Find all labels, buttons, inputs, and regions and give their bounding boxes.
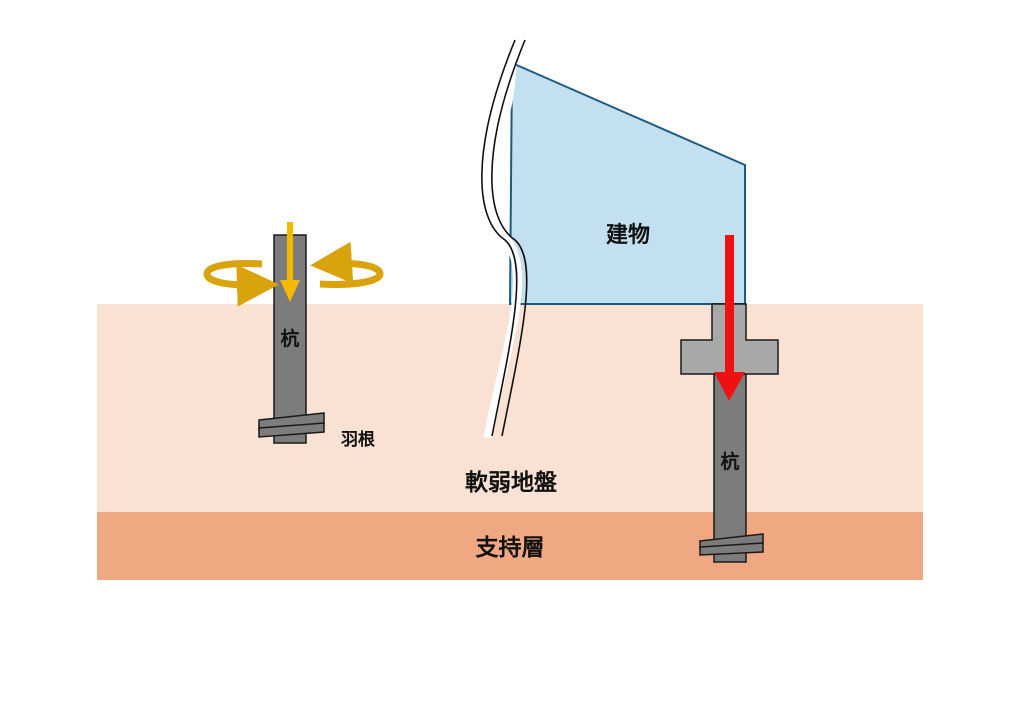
press-arrow xyxy=(280,222,300,302)
rotation-arrow-right xyxy=(310,241,384,288)
rotation-arrow-left xyxy=(203,260,279,307)
soft-ground-label: 軟弱地盤 xyxy=(465,469,558,496)
left-pile-label: 杭 xyxy=(280,327,299,350)
right-pile-label: 杭 xyxy=(720,450,739,473)
bearing-layer-label: 支持層 xyxy=(475,535,545,561)
building-shape xyxy=(508,61,746,305)
right-pile xyxy=(680,303,779,563)
pile-shaft xyxy=(713,354,747,563)
load-arrow xyxy=(714,235,745,401)
blade-label: 羽根 xyxy=(341,429,375,450)
blade xyxy=(258,422,325,438)
break-line xyxy=(477,39,528,439)
blade xyxy=(699,542,764,556)
bearing-layer xyxy=(97,512,923,580)
building-label: 建物 xyxy=(606,222,650,248)
